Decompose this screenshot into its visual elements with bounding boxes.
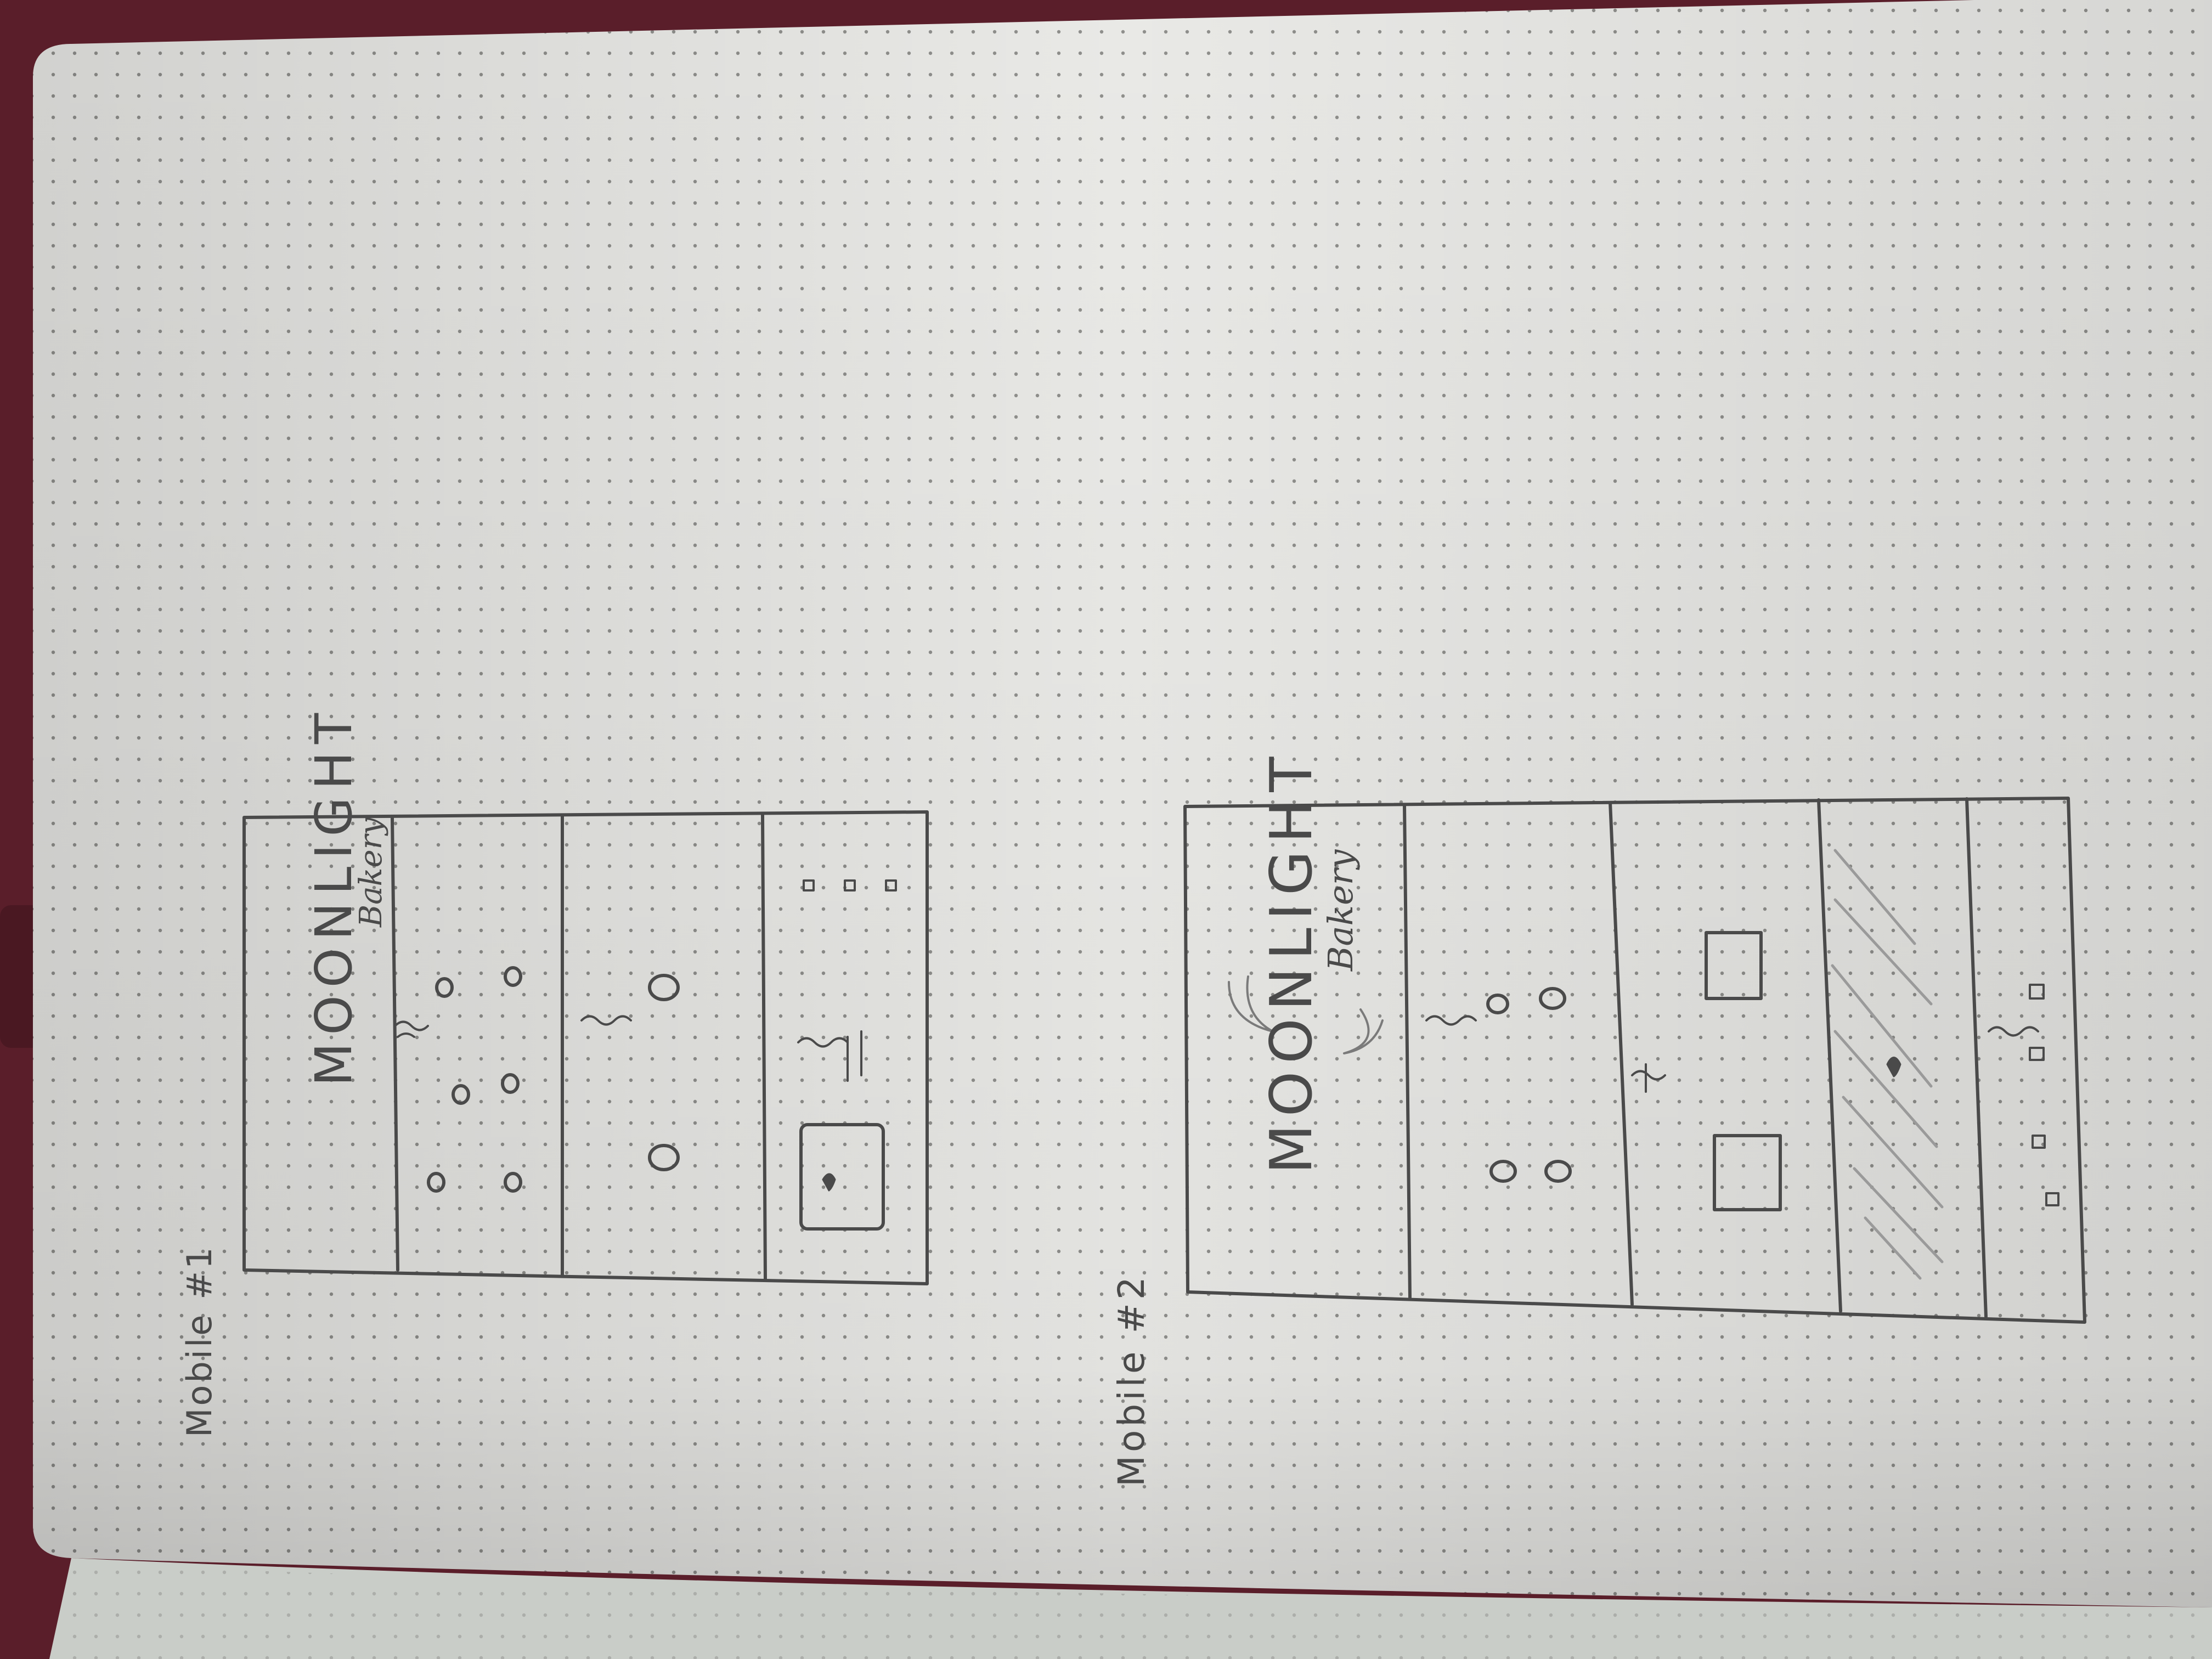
- mobile1-circle: [648, 1144, 680, 1171]
- mobile2-footer-squiggle: [1988, 1026, 2039, 1037]
- mobile2-image-box: [1713, 1134, 1782, 1211]
- sketch-mobile-1: [242, 810, 929, 1285]
- moon-icon: [1228, 975, 1274, 1032]
- mobile2-map-hatch: [1831, 849, 1944, 1280]
- sketch-mobile-2: [1183, 797, 2086, 1324]
- mobile1-dot: [504, 1172, 522, 1193]
- mobile2-dot: [1539, 987, 1566, 1010]
- mobile1-label: Mobile #1: [179, 1245, 219, 1437]
- mobile1-frame: [242, 810, 929, 1285]
- mobile1-dot: [427, 1172, 445, 1193]
- mobile2-image-box: [1705, 931, 1763, 1000]
- mobile1-logo-sub: Bakery: [353, 817, 389, 928]
- mobile2-divider-3: [1965, 797, 1988, 1318]
- mobile2-divider-2: [1817, 798, 1842, 1313]
- mobile1-social-icon: [885, 879, 897, 891]
- mobile2-logo-sub: Bakery: [1321, 849, 1361, 972]
- map-pin-icon: [822, 1173, 836, 1192]
- mobile2-social-icon: [2032, 1135, 2046, 1149]
- mobile1-logo-main: MOONLIGHT: [304, 706, 363, 1086]
- mobile2-social-icon: [2045, 1192, 2059, 1206]
- mobile1-header-squiggle: [394, 1020, 429, 1038]
- mobile1-footer-squiggle: [797, 1037, 849, 1048]
- mobile2-social-icon: [2029, 984, 2045, 1000]
- mobile1-dot: [504, 966, 522, 987]
- mobile1-dot: [501, 1073, 520, 1094]
- mobile1-dot: [435, 977, 454, 998]
- mobile1-section2-squiggle: [580, 1015, 632, 1026]
- mobile2-label: Mobile #2: [1110, 1273, 1153, 1487]
- mobile1-map-box: [799, 1123, 885, 1231]
- mobile2-frame: [1183, 797, 2086, 1324]
- mobile2-divider-header: [1403, 803, 1412, 1299]
- mobile2-social-icon: [2029, 1047, 2045, 1061]
- mobile1-dot: [452, 1084, 470, 1105]
- map-pin-icon: [1886, 1057, 1901, 1077]
- mobile1-divider-2: [761, 813, 767, 1281]
- mobile2-dot: [1544, 1160, 1572, 1183]
- mobile2-dot: [1489, 1160, 1517, 1183]
- mobile1-divider-header: [391, 816, 399, 1272]
- mobile2-section1-squiggle: [1425, 1015, 1477, 1026]
- mobile2-logo-main: MOONLIGHT: [1258, 749, 1325, 1174]
- mobile1-social-icon: [844, 879, 856, 891]
- mobile2-dot: [1486, 994, 1509, 1014]
- mobile1-social-icon: [803, 879, 815, 891]
- mobile2-section2-squiggle: [1631, 1063, 1666, 1093]
- mobile1-circle: [648, 974, 680, 1001]
- mobile2-divider-1: [1609, 801, 1634, 1306]
